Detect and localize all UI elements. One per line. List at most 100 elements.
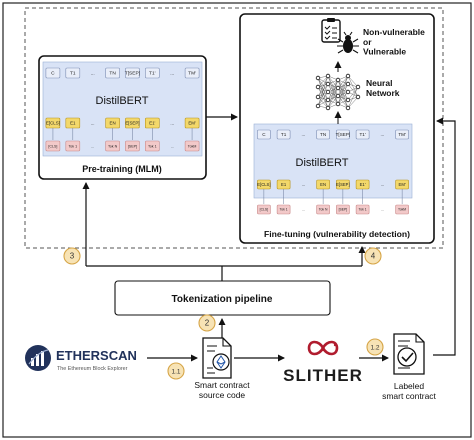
token-output: T1 — [65, 67, 81, 79]
token-input: Tok 1 — [355, 204, 370, 215]
svg-text:E[SEP]: E[SEP] — [336, 182, 350, 187]
svg-text:...: ... — [91, 144, 94, 148]
checklist-icon — [321, 18, 341, 43]
token-output: T[SEP] — [336, 129, 351, 140]
svg-text:EN: EN — [320, 182, 326, 187]
token-output: C — [45, 67, 61, 79]
token-output: ... — [380, 132, 384, 137]
svg-text:T1': T1' — [359, 132, 365, 137]
document-check-icon — [393, 333, 425, 375]
slither-logo-text: SLITHER — [283, 366, 363, 385]
svg-text:E[CLS]: E[CLS] — [257, 182, 270, 187]
step-badge-s1-1: 1.1 — [167, 362, 185, 380]
token-embedding: E1' — [355, 179, 370, 190]
token-embedding: EN — [316, 179, 330, 190]
token-embedding: E[CLS] — [257, 179, 271, 190]
svg-text:EM': EM' — [399, 182, 406, 187]
svg-text:EM': EM' — [188, 121, 196, 126]
neural-network-icon — [315, 73, 361, 111]
svg-text:TN: TN — [109, 71, 116, 77]
tokenization-label: Tokenization pipeline — [172, 294, 273, 305]
token-input: ... — [91, 144, 94, 148]
svg-text:TokM: TokM — [398, 208, 406, 212]
svg-text:[CLS]: [CLS] — [48, 144, 57, 148]
svg-text:TM': TM' — [188, 71, 196, 77]
svg-text:...: ... — [302, 208, 305, 212]
svg-text:...: ... — [380, 132, 384, 137]
finetuning-embedding-tokens: E[CLS] E1... EN E[SEP] E1'... EM' — [257, 179, 409, 204]
token-input: [CLS] — [45, 140, 61, 152]
token-embedding: EN — [105, 117, 120, 129]
token-input: ... — [302, 208, 305, 212]
svg-text:Tok 1: Tok 1 — [69, 144, 78, 148]
token-input: [SEP] — [336, 204, 350, 215]
svg-text:TN: TN — [320, 132, 326, 137]
svg-text:TokM: TokM — [188, 144, 197, 148]
finetuning-caption: Fine-tuning (vulnerability detection) — [264, 229, 410, 239]
arrow-labeled-to-finetuning — [433, 117, 456, 356]
svg-text:4: 4 — [371, 252, 376, 261]
token-embedding: E1 — [65, 117, 81, 129]
ouroboros-icon — [307, 340, 339, 356]
svg-text:...: ... — [170, 121, 174, 126]
step-badge-s2: 2 — [198, 314, 216, 332]
token-embedding: E1 — [276, 179, 291, 190]
svg-text:...: ... — [301, 132, 305, 137]
svg-text:1.1: 1.1 — [171, 369, 180, 376]
token-input: ... — [381, 208, 384, 212]
svg-text:C: C — [51, 71, 55, 77]
token-input: Tok 1 — [276, 204, 291, 215]
token-input: [SEP] — [125, 140, 140, 152]
svg-text:3: 3 — [70, 252, 75, 261]
token-input: Tok 1 — [65, 140, 81, 152]
token-input: Tok 1 — [145, 140, 160, 152]
pretraining-input-tokens: [CLS] Tok 1... Tok N [SEP] Tok 1... TokM — [45, 140, 200, 152]
svg-text:...: ... — [381, 182, 385, 187]
token-embedding: EM' — [395, 179, 409, 190]
finetuning-input-tokens: [CLS] Tok 1... Tok N [SEP] Tok 1... TokM — [257, 204, 409, 215]
token-input: Tok N — [316, 204, 330, 215]
token-embedding: ... — [91, 121, 95, 126]
token-embedding: E1' — [145, 117, 160, 129]
svg-text:[CLS]: [CLS] — [260, 208, 269, 212]
token-input: [CLS] — [257, 204, 271, 215]
svg-text:E1: E1 — [281, 182, 287, 187]
svg-text:E1': E1' — [360, 182, 366, 187]
token-embedding: EM' — [184, 117, 200, 129]
svg-text:Tok 1: Tok 1 — [280, 208, 288, 212]
token-output: T1' — [145, 67, 160, 79]
svg-text:...: ... — [302, 182, 306, 187]
token-output: TM' — [395, 129, 409, 140]
svg-text:...: ... — [91, 121, 95, 126]
svg-text:1.2: 1.2 — [370, 345, 379, 352]
step-badge-s4: 4 — [364, 247, 382, 265]
svg-text:T[SEP]: T[SEP] — [125, 71, 140, 77]
pretraining-model-name: DistilBERT — [96, 95, 149, 107]
token-embedding: E[SEP] — [125, 117, 140, 129]
svg-text:T1: T1 — [281, 132, 287, 137]
token-embedding: ... — [170, 121, 174, 126]
svg-text:TM': TM' — [398, 132, 406, 137]
step-badge-s1-2: 1.2 — [366, 338, 384, 356]
svg-text:Tok 1: Tok 1 — [148, 144, 157, 148]
token-input: TokM — [395, 204, 409, 215]
document-ethereum-icon — [202, 337, 232, 379]
svg-text:[SEP]: [SEP] — [128, 144, 137, 148]
token-output: T[SEP] — [125, 67, 140, 79]
step-badge-s3: 3 — [63, 247, 81, 265]
svg-text:2: 2 — [205, 319, 210, 328]
token-input: Tok N — [105, 140, 120, 152]
svg-text:...: ... — [171, 144, 174, 148]
svg-text:[SEP]: [SEP] — [339, 208, 348, 212]
svg-text:T[SEP]: T[SEP] — [336, 132, 351, 137]
token-embedding: E[SEP] — [336, 179, 350, 190]
svg-text:E[SEP]: E[SEP] — [125, 121, 139, 126]
token-input: TokM — [184, 140, 200, 152]
